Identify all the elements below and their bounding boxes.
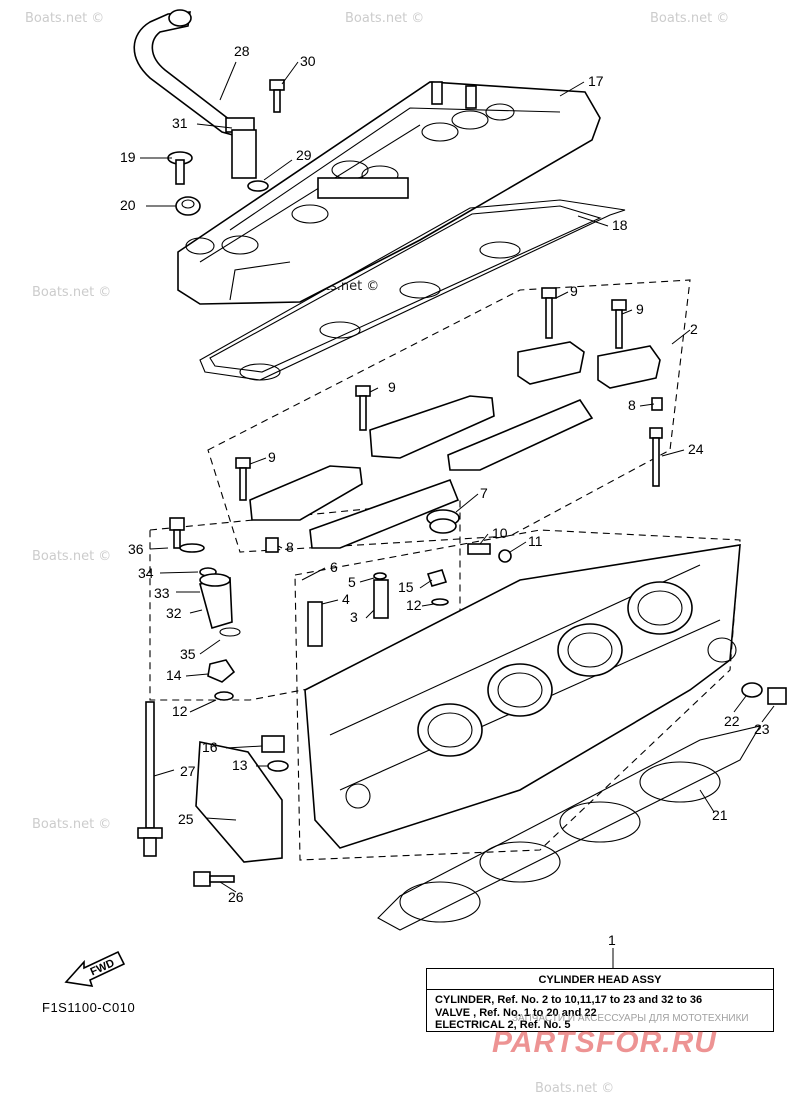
callout: 8 [286,539,294,555]
callout: 27 [180,763,196,779]
cylinder-head [304,544,741,849]
callout: 13 [232,757,248,773]
diagram-code: F1S1100-C010 [42,1000,136,1015]
bolt-30 [269,79,285,113]
breather-hose [133,9,269,192]
callout: 10 [492,525,508,541]
callout: 9 [636,301,644,317]
watermark: Boats.net © [32,285,111,300]
legend-line: VALVE , Ref. No. 1 to 20 and 22 [435,1007,597,1019]
forward-arrow: FWD [62,948,128,993]
leader-lines [140,61,775,970]
callout: 7 [480,485,488,501]
grommet-20 [175,196,201,216]
callouts: 1 2 3 4 5 6 7 8 8 9 9 9 9 10 11 12 12 13… [120,43,770,948]
legend-divider [427,989,773,990]
head-group [294,529,741,861]
callout: 19 [120,149,136,165]
callout: 9 [388,379,396,395]
watermark: Boats.net © [25,11,104,26]
small-parts [169,509,787,887]
callout: 26 [228,889,244,905]
callout: 33 [154,585,170,601]
watermark: Boats.net © [535,1081,614,1096]
callout: 1 [608,932,616,948]
bolt-19 [167,151,193,185]
head-cover-gasket [199,199,626,381]
callout: 9 [268,449,276,465]
legend-title: CYLINDER HEAD ASSY [538,974,662,986]
callout: 16 [202,739,218,755]
callout: 23 [754,721,770,737]
callout: 20 [120,197,136,213]
callout: 25 [178,811,194,827]
callout: 11 [528,533,543,549]
callout: 5 [348,574,356,590]
watermark: Boats.net © [650,11,729,26]
watermark: Boats.net © [32,549,111,564]
callout: 18 [612,217,628,233]
watermark-brand-sub: ЗАПЧАСТИ И АКСЕССУАРЫ ДЛЯ МОТОТЕХНИКИ [512,1013,749,1024]
watermark: Boats.net © [32,817,111,832]
callout: 12 [406,597,422,613]
callout: 2 [690,321,698,337]
callout: 9 [570,283,578,299]
callout: 22 [724,713,740,729]
fwd-label: FWD [89,957,117,978]
callout: 36 [128,541,144,557]
cylinder-head-gasket [377,725,762,931]
watermark: Boats.net © [345,11,424,26]
watermark-brand: PARTSFOR.RU [492,1026,717,1059]
callout: 31 [172,115,188,131]
callout: 14 [166,667,182,683]
cam-cap-bolts [235,287,663,553]
legend-line: ELECTRICAL 2, Ref. No. 5 [435,1019,571,1031]
cylinder-head-cover [177,81,601,305]
camshaft-cap-group [207,279,691,553]
callout: 8 [628,397,636,413]
fwd-arrow-icon: FWD [64,950,126,987]
callout: 15 [398,579,414,595]
callout: 29 [296,147,312,163]
bracket [195,741,283,863]
callout: 32 [166,605,182,621]
callout: 4 [342,591,350,607]
callout: 34 [138,565,154,581]
camshaft-caps [249,341,661,549]
callout: 28 [234,43,250,59]
callout: 24 [688,441,704,457]
legend-line: CYLINDER, Ref. No. 2 to 10,11,17 to 23 a… [435,994,703,1006]
callout: 35 [180,646,196,662]
callout: 3 [350,609,358,625]
callout: 30 [300,53,316,69]
callout: 17 [588,73,604,89]
dipstick [137,701,163,857]
legend-box: CYLINDER HEAD ASSY CYLINDER, Ref. No. 2 … [426,968,774,1032]
callout: 21 [712,807,728,823]
callout: 6 [330,559,338,575]
callout: 12 [172,703,188,719]
